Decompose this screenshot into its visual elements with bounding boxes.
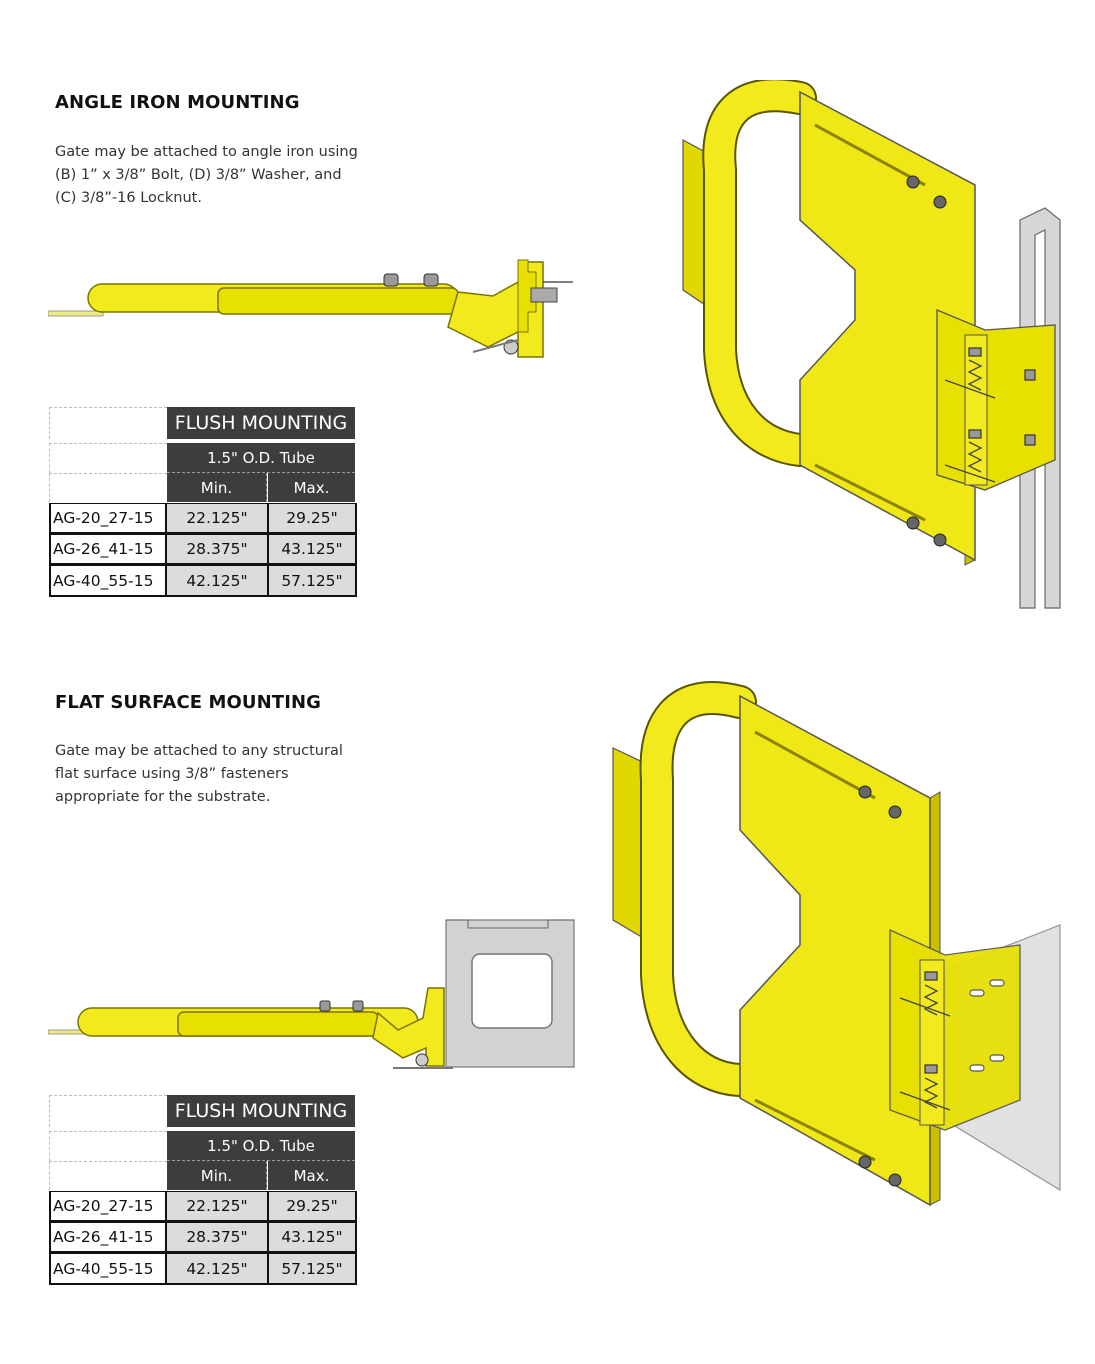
max-cell: 43.125" [267, 1222, 357, 1253]
column-header-min: Min. [167, 473, 267, 502]
angle-iron-gate-isometric-drawing [682, 80, 1061, 609]
table-row: AG-26_41-15 28.375" 43.125" [49, 1222, 359, 1253]
description-line: flat surface using 3/8” fasteners [55, 766, 289, 782]
table-title: FLUSH MOUNTING [167, 407, 355, 439]
max-cell: 43.125" [267, 534, 357, 565]
model-cell: AG-20_27-15 [49, 1191, 167, 1222]
model-cell: AG-26_41-15 [49, 1222, 167, 1253]
min-cell: 22.125" [165, 1191, 269, 1222]
column-header-min: Min. [167, 1161, 267, 1190]
min-cell: 28.375" [165, 1222, 269, 1253]
description-line: Gate may be attached to angle iron using [55, 144, 358, 160]
table-row: AG-26_41-15 28.375" 43.125" [49, 534, 359, 565]
min-cell: 28.375" [165, 534, 269, 565]
min-cell: 22.125" [165, 503, 269, 534]
table-subtitle: 1.5" O.D. Tube [167, 443, 355, 473]
flat-surface-heading: FLAT SURFACE MOUNTING [55, 692, 322, 713]
description-line: appropriate for the substrate. [55, 789, 271, 805]
min-cell: 42.125" [165, 565, 269, 597]
flat-surface-description: Gate may be attached to any structural f… [55, 740, 385, 809]
table-row: AG-40_55-15 42.125" 57.125" [49, 1253, 359, 1285]
table-subtitle: 1.5" O.D. Tube [167, 1131, 355, 1161]
table-row: AG-20_27-15 22.125" 29.25" [49, 503, 359, 534]
angle-iron-description: Gate may be attached to angle iron using… [55, 141, 385, 210]
model-cell: AG-40_55-15 [49, 1253, 167, 1285]
max-cell: 29.25" [267, 1191, 357, 1222]
angle-iron-side-view-drawing [48, 259, 573, 358]
flush-mounting-table: FLUSH MOUNTING 1.5" O.D. Tube Min. Max. … [49, 407, 359, 597]
column-header-max: Max. [268, 473, 355, 502]
description-line: (C) 3/8”-16 Locknut. [55, 190, 202, 206]
angle-iron-heading: ANGLE IRON MOUNTING [55, 92, 300, 113]
table-title: FLUSH MOUNTING [167, 1095, 355, 1127]
description-line: (B) 1” x 3/8” Bolt, (D) 3/8” Washer, and [55, 167, 342, 183]
column-header-max: Max. [268, 1161, 355, 1190]
model-cell: AG-40_55-15 [49, 565, 167, 597]
max-cell: 57.125" [267, 1253, 357, 1285]
max-cell: 57.125" [267, 565, 357, 597]
description-line: Gate may be attached to any structural [55, 743, 343, 759]
model-cell: AG-20_27-15 [49, 503, 167, 534]
flat-surface-gate-isometric-drawing [612, 681, 1061, 1207]
table-row: AG-40_55-15 42.125" 57.125" [49, 565, 359, 597]
table-row: AG-20_27-15 22.125" 29.25" [49, 1191, 359, 1222]
min-cell: 42.125" [165, 1253, 269, 1285]
flush-mounting-table: FLUSH MOUNTING 1.5" O.D. Tube Min. Max. … [49, 1095, 359, 1285]
max-cell: 29.25" [267, 503, 357, 534]
model-cell: AG-26_41-15 [49, 534, 167, 565]
flat-surface-side-view-drawing [48, 919, 575, 1069]
